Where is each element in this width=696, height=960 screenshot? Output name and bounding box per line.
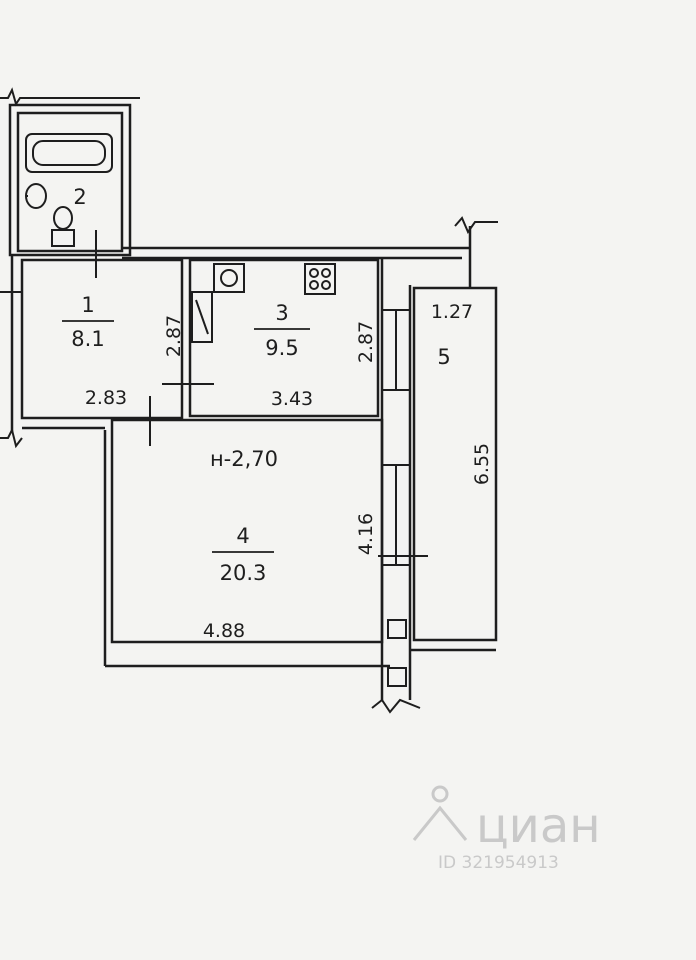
toilet-icon: [51, 206, 75, 247]
watermark-logo-icon: [412, 785, 468, 841]
room-3-number: 3: [275, 301, 288, 325]
room-2-number: 2: [73, 185, 86, 209]
dimension-balcony-length: 6.55: [471, 443, 493, 485]
break-mark-left: [0, 427, 23, 449]
watermark-id: ID 321954913: [438, 853, 559, 873]
fixtures: [25, 133, 336, 343]
dimension-hall-width: 2.83: [85, 387, 127, 409]
ceiling-height-label: н-2,70: [210, 447, 278, 471]
dimension-labels: 2.83 2.87 3.43 2.87 4.88 4.16 1.27 6.55 …: [85, 301, 493, 642]
break-mark-top-right: [454, 216, 498, 235]
ventilation-shaft-icon: [191, 291, 213, 343]
kitchen-wall: [188, 258, 380, 418]
door-marks: [95, 230, 428, 557]
balcony-wall: [412, 286, 498, 642]
dimension-room-width: 4.88: [203, 620, 245, 642]
room-3-area: 9.5: [265, 336, 298, 360]
bathroom-wall: [8, 103, 132, 257]
bathtub-icon: [25, 133, 113, 173]
dimension-hall-depth: 2.87: [163, 315, 185, 357]
room-1-area: 8.1: [71, 327, 104, 351]
room-4-area: 20.3: [220, 561, 267, 585]
stove-icon: [304, 263, 336, 295]
room-5-number: 5: [437, 345, 450, 369]
dimension-room-depth: 4.16: [355, 513, 377, 555]
break-mark-top-left: [0, 87, 140, 107]
room-labels: 1 8.1 2 3 9.5 4 20.3 5: [62, 185, 451, 585]
hall-wall: [20, 258, 184, 420]
dimension-kitchen-depth: 2.87: [355, 321, 377, 363]
vent-2: [387, 667, 407, 687]
room-4-number: 4: [236, 524, 249, 548]
kitchen-sink-icon: [213, 263, 245, 293]
dimension-kitchen-width: 3.43: [271, 388, 313, 410]
vent-1: [387, 619, 407, 639]
room-1-number: 1: [81, 293, 94, 317]
dimension-balcony-width: 1.27: [431, 301, 473, 323]
windows: [381, 309, 411, 687]
break-marks: [0, 87, 498, 714]
watermark: циан ID 321954913: [412, 785, 601, 873]
watermark-brand: циан: [476, 798, 601, 854]
sink-icon: [25, 183, 47, 209]
break-mark-bottom: [371, 698, 421, 714]
bathroom-wall-inner: [16, 111, 124, 253]
